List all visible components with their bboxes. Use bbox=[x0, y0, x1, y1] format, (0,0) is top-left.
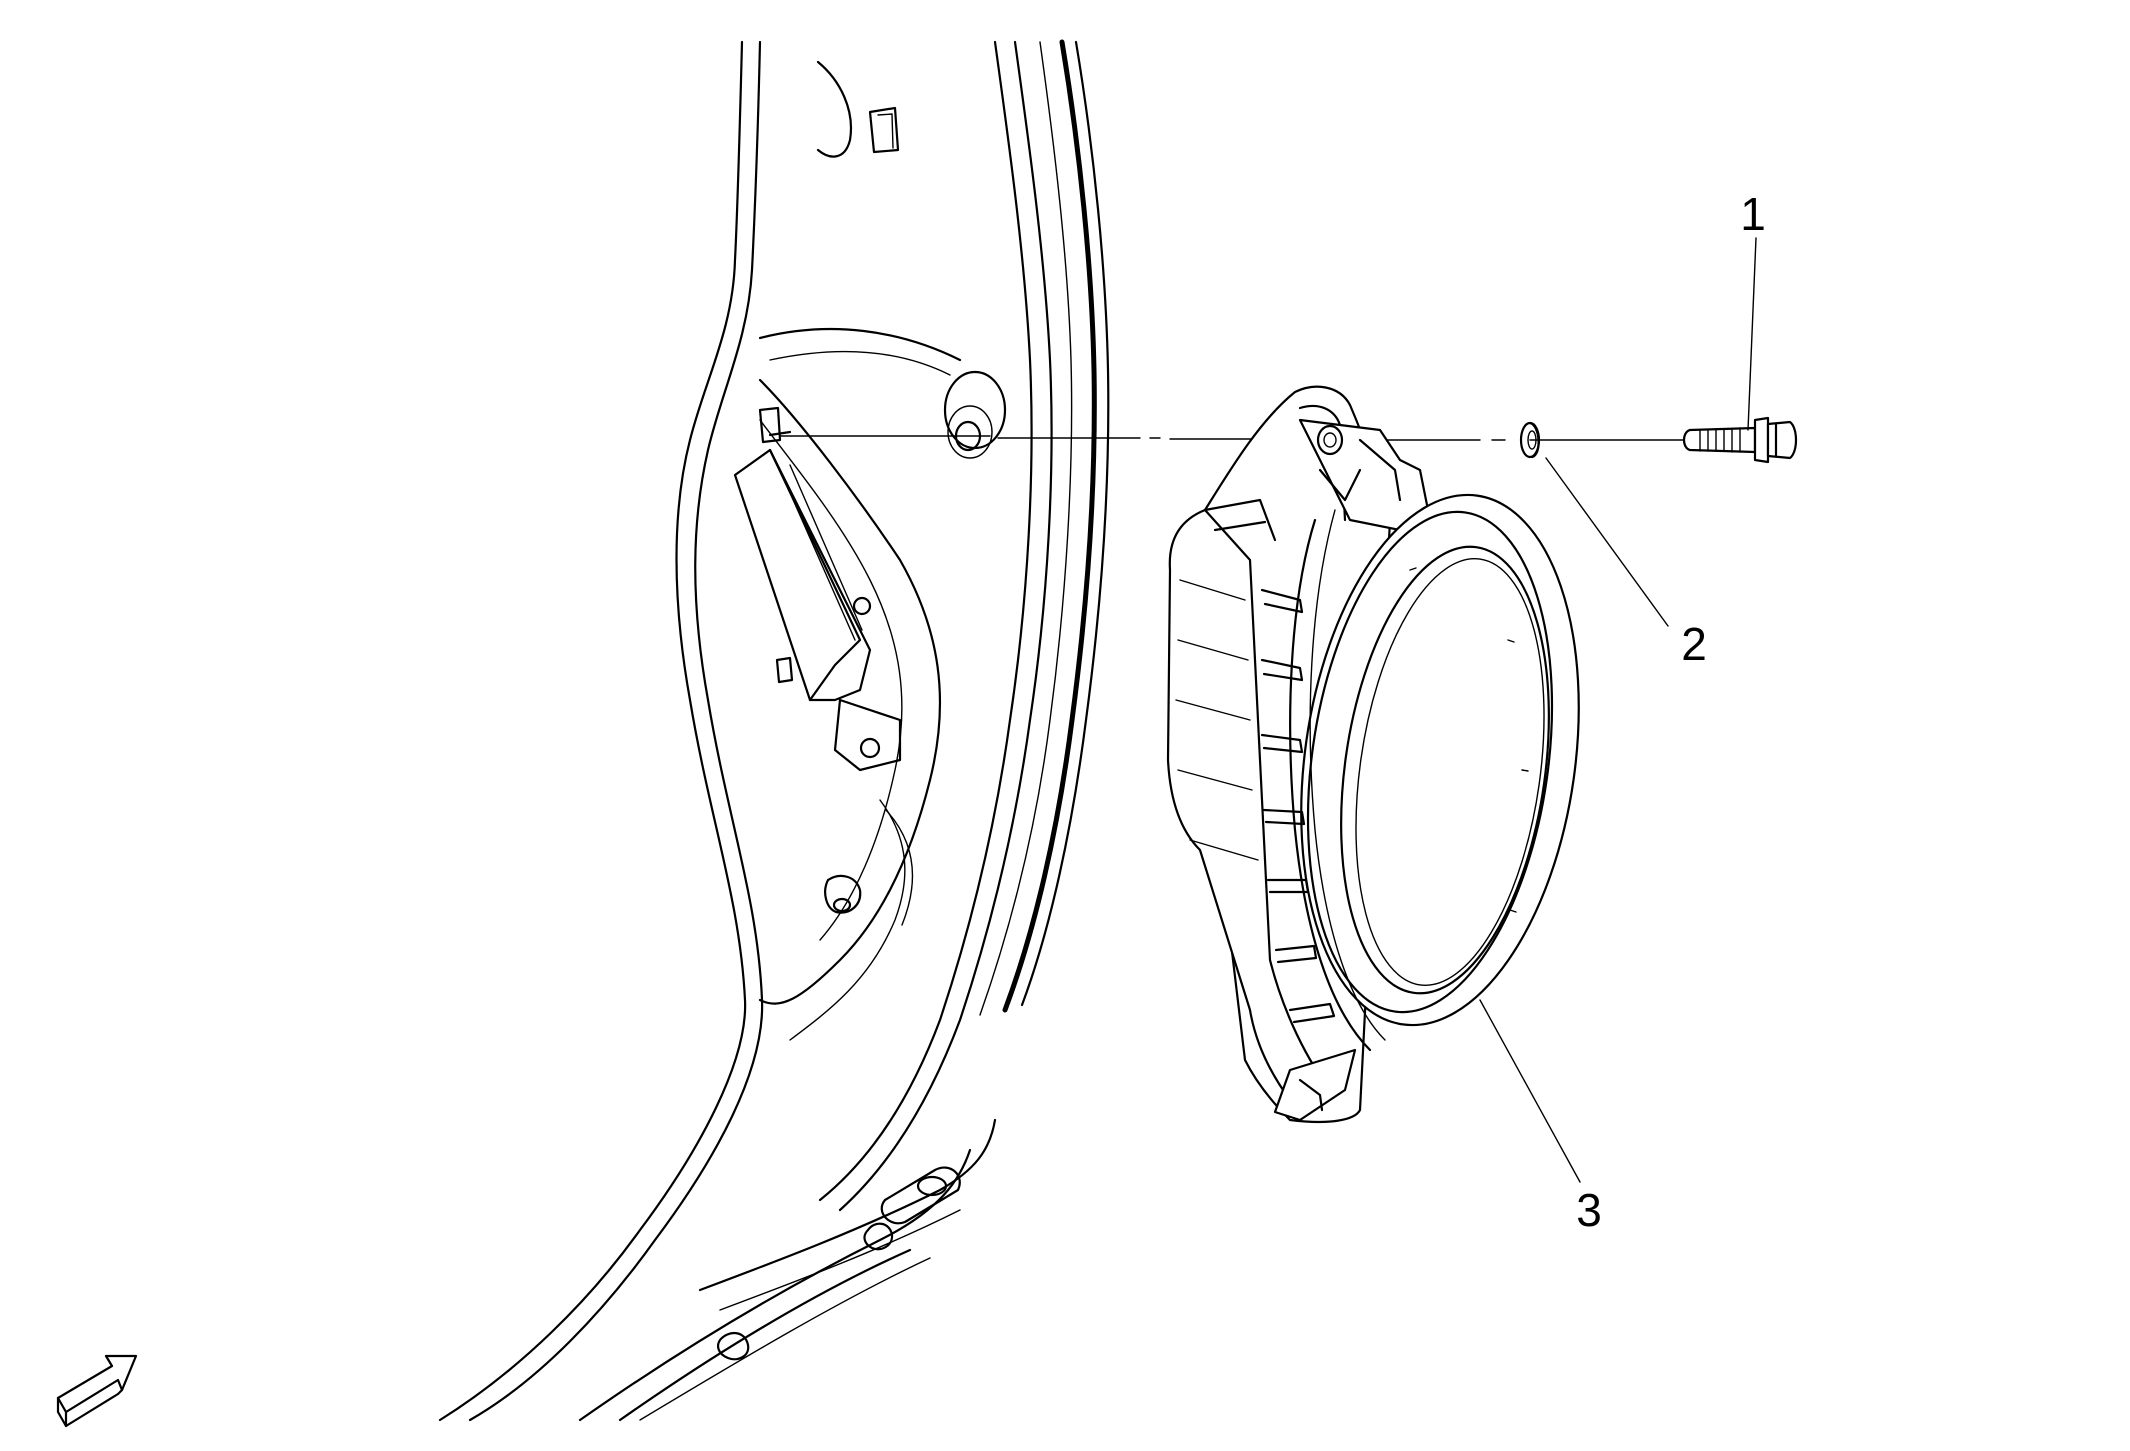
bolt bbox=[1682, 416, 1798, 464]
speaker-adapter-ring bbox=[1166, 385, 1580, 1124]
callout-leader-lines bbox=[1479, 237, 1757, 1183]
door-inner-panel bbox=[438, 39, 1110, 1422]
washer bbox=[1519, 421, 1541, 459]
alignment-centerline bbox=[779, 435, 1686, 441]
forward-direction-arrow-icon bbox=[56, 1354, 138, 1428]
callout-3: 3 bbox=[1576, 1184, 1602, 1236]
callout-1: 1 bbox=[1740, 188, 1766, 240]
lower-door-clip bbox=[717, 1166, 961, 1361]
callout-2: 2 bbox=[1681, 618, 1707, 670]
